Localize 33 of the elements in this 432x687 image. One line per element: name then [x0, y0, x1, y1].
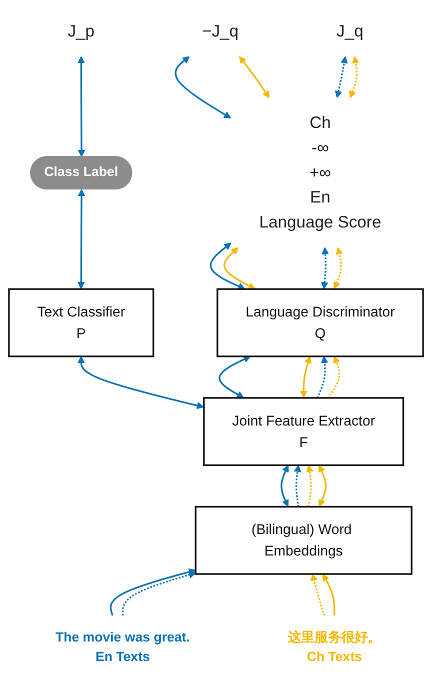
arrow — [318, 464, 327, 507]
arrow — [174, 56, 232, 118]
arrow — [306, 464, 314, 507]
arrow — [300, 356, 312, 398]
arrow — [322, 574, 336, 616]
node-text: 这里服务很好。 Ch Texts — [288, 630, 381, 665]
arrow — [321, 247, 329, 290]
arrow — [280, 464, 289, 507]
node-box: (Bilingual) Word Embeddings — [194, 506, 412, 575]
arrow — [327, 356, 340, 398]
arrow — [110, 568, 196, 616]
arrow — [78, 189, 86, 290]
arrow — [310, 574, 326, 616]
arrow — [333, 247, 343, 290]
arrow — [316, 356, 328, 398]
arrow — [349, 56, 360, 98]
node-text: The movie was great. En Texts — [55, 630, 190, 665]
arrow — [210, 242, 246, 290]
arrow — [334, 56, 348, 98]
arrow — [78, 356, 204, 410]
node-text: J_q — [336, 22, 364, 41]
node-box: Language Discriminator Q — [216, 288, 424, 358]
node-box: Joint Feature Extractor F — [203, 397, 404, 466]
arrow — [78, 56, 86, 157]
arrow — [224, 247, 256, 290]
arrow — [239, 56, 270, 98]
arrow — [122, 571, 196, 616]
node-text: −J_q — [202, 22, 239, 41]
node-box: Text Classifier P — [8, 288, 154, 358]
arrow — [294, 464, 302, 507]
node-text: Ch -∞ +∞ En Language Score — [259, 114, 382, 232]
arrow — [218, 356, 251, 398]
node-text: J_p — [68, 22, 95, 41]
